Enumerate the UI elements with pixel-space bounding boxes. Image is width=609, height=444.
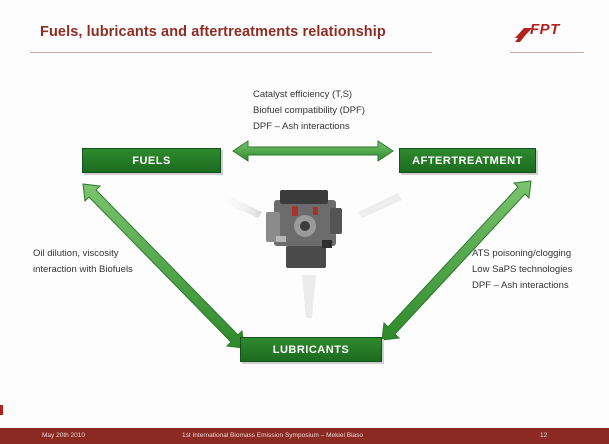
note-line: Biofuel compatibility (DPF) — [253, 105, 365, 116]
note-line: Oil dilution, viscosity — [33, 248, 119, 259]
note-line: Catalyst efficiency (T,S) — [253, 89, 353, 100]
slide-title: Fuels, lubricants and aftertreatments re… — [40, 24, 386, 40]
note-fuels-aftertreatment: Catalyst efficiency (T,S) Biofuel compat… — [253, 87, 365, 135]
fade-arrow-bottom — [302, 275, 316, 318]
arrow-fuels-aftertreatment — [232, 140, 394, 162]
note-aftertreatment-lubricants: ATS poisoning/clogging Low SaPS technolo… — [472, 246, 572, 294]
lubricants-box: LUBRICANTS — [240, 337, 382, 362]
note-line: interaction with Biofuels — [33, 264, 133, 275]
footer-date: May 20th 2010 — [42, 432, 86, 439]
logo-divider — [510, 52, 584, 53]
footer-event: 1st International Biomass Emission Sympo… — [182, 432, 363, 439]
footer-bar: May 20th 2010 1st International Biomass … — [0, 428, 609, 444]
note-line: ATS poisoning/clogging — [472, 248, 572, 259]
note-line: DPF – Ash interactions — [472, 280, 569, 291]
fade-arrow-left — [218, 193, 262, 218]
title-divider — [30, 52, 432, 53]
aftertreatment-box: AFTERTREATMENT — [399, 148, 536, 173]
note-fuels-lubricants: Oil dilution, viscosity interaction with… — [33, 246, 133, 278]
fade-arrow-right — [358, 193, 402, 218]
page-number: 12 — [540, 432, 548, 439]
engine-image — [266, 190, 342, 268]
logo-text: FPT — [530, 21, 560, 38]
note-line: DPF – Ash interactions — [253, 121, 350, 132]
edge-marker — [0, 405, 3, 415]
arrow-aftertreatment-lubricants — [381, 180, 532, 341]
fuels-box: FUELS — [82, 148, 221, 173]
note-line: Low SaPS technologies — [472, 264, 573, 275]
